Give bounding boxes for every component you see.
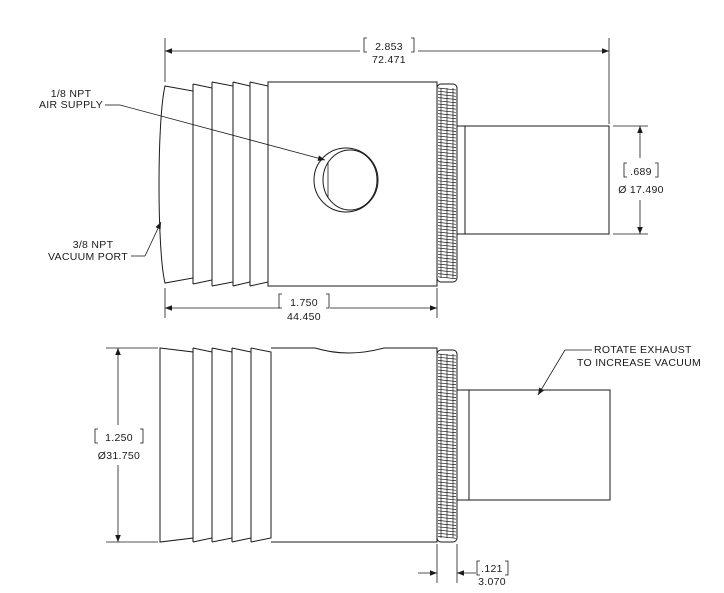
vacuum-port-label-line1: 3/8 NPT [73, 239, 114, 251]
exhaust-callout: ROTATE EXHAUST TO INCREASE VACUUM [537, 344, 701, 396]
side-barb-rings [159, 347, 272, 543]
top-barb-rings [158, 81, 269, 287]
side-knurled-ring [436, 349, 458, 543]
body-length-mm: 44.450 [287, 311, 321, 323]
overall-length-mm: 72.471 [372, 54, 406, 66]
exhaust-label-line1: ROTATE EXHAUST [594, 344, 692, 356]
body-length-dimension: 1.750 44.450 [164, 288, 438, 323]
air-supply-label-line2: AIR SUPPLY [39, 99, 103, 111]
knurl-width-inch: .121 [481, 563, 503, 575]
body-diameter-mm: Ø31.750 [98, 450, 140, 462]
air-supply-port [313, 147, 379, 213]
top-knurled-ring [436, 83, 458, 283]
side-exhaust-shoulder [456, 389, 470, 501]
side-main-body [271, 347, 438, 543]
exhaust-label-line2: TO INCREASE VACUUM [577, 357, 701, 369]
top-main-body [267, 81, 438, 287]
overall-length-inch: 2.853 [375, 41, 403, 53]
vacuum-port-label-line2: VACUUM PORT [48, 251, 128, 263]
body-diameter-dimension: 1.250 Ø31.750 [94, 347, 158, 543]
overall-length-dimension: 2.853 72.471 [164, 37, 610, 124]
air-supply-callout: 1/8 NPT AIR SUPPLY [39, 88, 326, 161]
exhaust-diameter-mm: Ø 17.490 [618, 184, 664, 196]
body-diameter-inch: 1.250 [105, 432, 133, 444]
exhaust-diameter-dimension: .689 Ø 17.490 [613, 125, 664, 235]
top-view: 2.853 72.471 .689 Ø 17.490 1.750 44.450 [39, 37, 664, 323]
body-length-inch: 1.750 [290, 297, 318, 309]
knurl-width-mm: 3.070 [478, 576, 506, 588]
side-view: 1.250 Ø31.750 .121 3.070 ROTATE EXHAUST … [94, 344, 701, 588]
side-exhaust-body [468, 389, 611, 501]
knurl-width-dimension: .121 3.070 [418, 544, 509, 588]
vacuum-port-callout: 3/8 NPT VACUUM PORT [48, 221, 162, 263]
top-exhaust-body [464, 125, 610, 235]
top-exhaust-shoulder [456, 125, 466, 235]
air-supply-label-line1: 1/8 NPT [51, 88, 92, 100]
exhaust-diameter-inch: .689 [630, 166, 652, 178]
